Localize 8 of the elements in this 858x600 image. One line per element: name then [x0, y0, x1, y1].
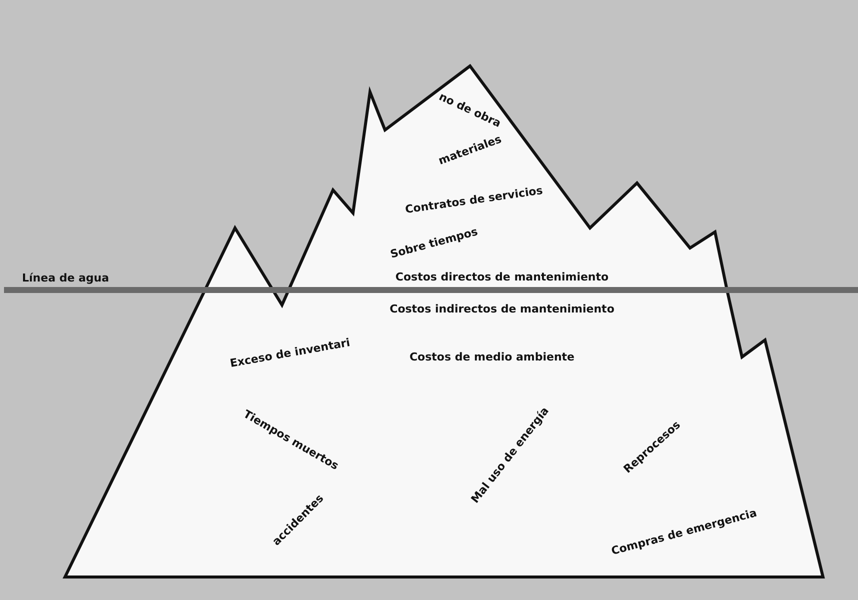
cost-label: Sobre tiempos	[388, 225, 480, 261]
cost-label: no de obra	[437, 90, 503, 130]
cost-label: Exceso de inventari	[228, 336, 352, 370]
cost-label: Contratos de servicios	[404, 184, 544, 216]
water-line-label: Línea de agua	[22, 272, 110, 284]
cost-label: Costos indirectos de mantenimiento	[390, 302, 614, 316]
cost-label: Costos directos de mantenimiento	[395, 270, 609, 284]
cost-label: Costos de medio ambiente	[409, 350, 575, 364]
